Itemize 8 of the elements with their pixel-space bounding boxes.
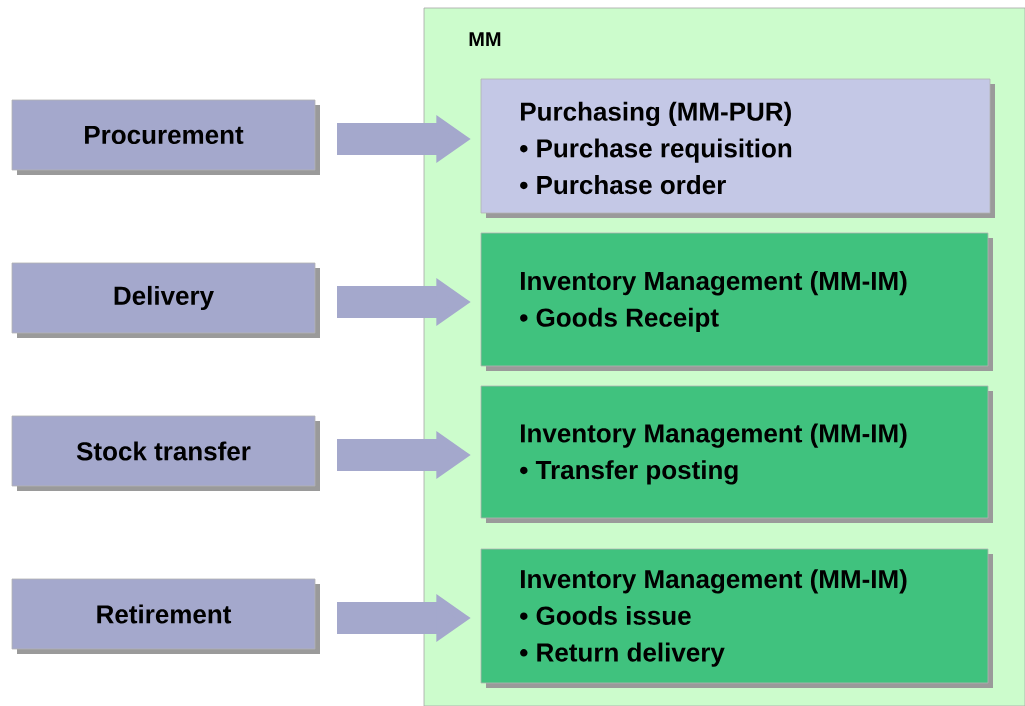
left-box: Delivery — [11, 262, 320, 338]
process-box: Inventory Management (MM-IM) • Goods Receipt — [480, 232, 993, 371]
process-box: Inventory Management (MM-IM) • Goods issue • Return delivery — [480, 548, 993, 688]
left-box: Procurement — [11, 99, 320, 175]
process-box: Inventory Management (MM-IM) • Transfer posting — [480, 385, 993, 523]
left-box: Retirement — [11, 578, 320, 654]
process-box: Purchasing (MM-PUR) • Purchase requisition • Purchase order — [480, 78, 995, 218]
left-box: Stock transfer — [11, 415, 320, 491]
